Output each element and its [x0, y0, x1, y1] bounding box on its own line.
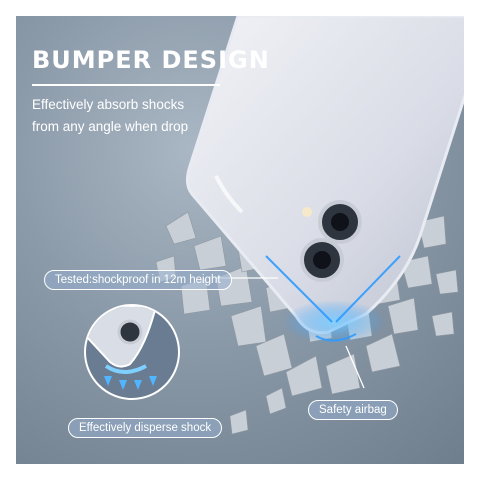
arrow-down-icon	[104, 376, 157, 390]
callout-tested: Tested:shockproof in 12m height	[44, 270, 232, 290]
phone-case	[185, 16, 464, 335]
product-image-frame: BUMPER DESIGN Effectively absorb shocks …	[16, 16, 464, 464]
corner-zoom-inset	[84, 304, 180, 400]
subheadline: Effectively absorb shocks from any angle…	[32, 97, 189, 134]
callout-safety-airbag: Safety airbag	[308, 400, 398, 420]
product-scene	[155, 16, 464, 435]
glow-lines	[265, 255, 401, 342]
headline-underline	[32, 84, 220, 86]
callout-disperse-shock: Effectively disperse shock	[68, 418, 223, 438]
impact-glow	[282, 300, 386, 344]
headline: BUMPER DESIGN	[32, 46, 270, 74]
camera-lens-icon	[300, 200, 362, 282]
